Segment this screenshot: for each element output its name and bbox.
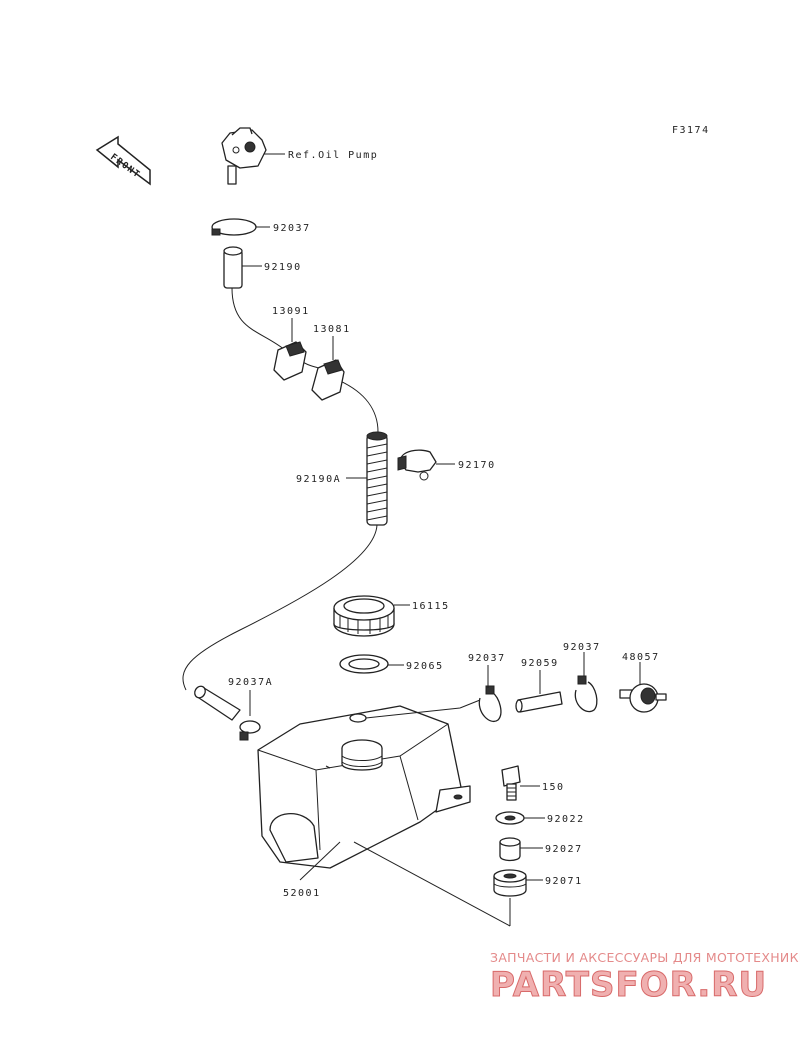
- part-label-92022: 92022: [547, 814, 585, 825]
- pipe-92059-icon: [515, 691, 563, 713]
- hose-92037A-icon: [194, 685, 261, 741]
- part-label-92037-top: 92037: [273, 223, 311, 234]
- watermark-tagline: ЗАПЧАСТИ И АКСЕССУАРЫ ДЛЯ МОТОТЕХНИКИ: [490, 950, 800, 965]
- collar-icon: [499, 837, 521, 862]
- gasket-icon: [339, 654, 389, 674]
- grommet-13081-icon: [311, 359, 345, 401]
- part-label-92059: 92059: [521, 658, 559, 669]
- part-label-92071: 92071: [545, 876, 583, 887]
- ref-oil-pump-label: Ref.Oil Pump: [288, 150, 378, 161]
- clamp-icon: [211, 218, 257, 236]
- hose-clamp-icon: [397, 449, 437, 481]
- part-label-13081: 13081: [313, 324, 351, 335]
- oil-pump-icon: [221, 127, 285, 185]
- damper-icon: [493, 869, 527, 897]
- part-label-92190A: 92190A: [296, 474, 341, 485]
- part-label-48057: 48057: [622, 652, 660, 663]
- filter-48057-icon: [619, 683, 667, 713]
- part-label-92037-mid2: 92037: [563, 642, 601, 653]
- washer-icon: [495, 811, 525, 825]
- part-label-92190: 92190: [264, 262, 302, 273]
- clamp-mid1-icon: [478, 685, 502, 722]
- part-label-92170: 92170: [458, 460, 496, 471]
- hose-short-icon: [223, 246, 243, 289]
- clamp-mid2-icon: [574, 675, 598, 713]
- part-label-92037-mid1: 92037: [468, 653, 506, 664]
- diagram-code: F3174: [672, 125, 710, 136]
- part-label-52001: 52001: [283, 888, 321, 899]
- grommet-13091-icon: [273, 341, 307, 381]
- part-label-92037A: 92037A: [228, 677, 273, 688]
- part-label-92065: 92065: [406, 661, 444, 672]
- bolt-icon: [501, 765, 521, 801]
- oil-tank-icon: [257, 699, 481, 869]
- spiral-hose-icon: [366, 431, 388, 526]
- filler-cap-icon: [333, 595, 395, 637]
- part-label-150: 150: [542, 782, 565, 793]
- watermark-logo: PARTSFOR.RU: [490, 965, 767, 1005]
- part-label-16115: 16115: [412, 601, 450, 612]
- part-label-92027: 92027: [545, 844, 583, 855]
- front-arrow-icon: FRONT: [95, 135, 151, 186]
- part-label-13091: 13091: [272, 306, 310, 317]
